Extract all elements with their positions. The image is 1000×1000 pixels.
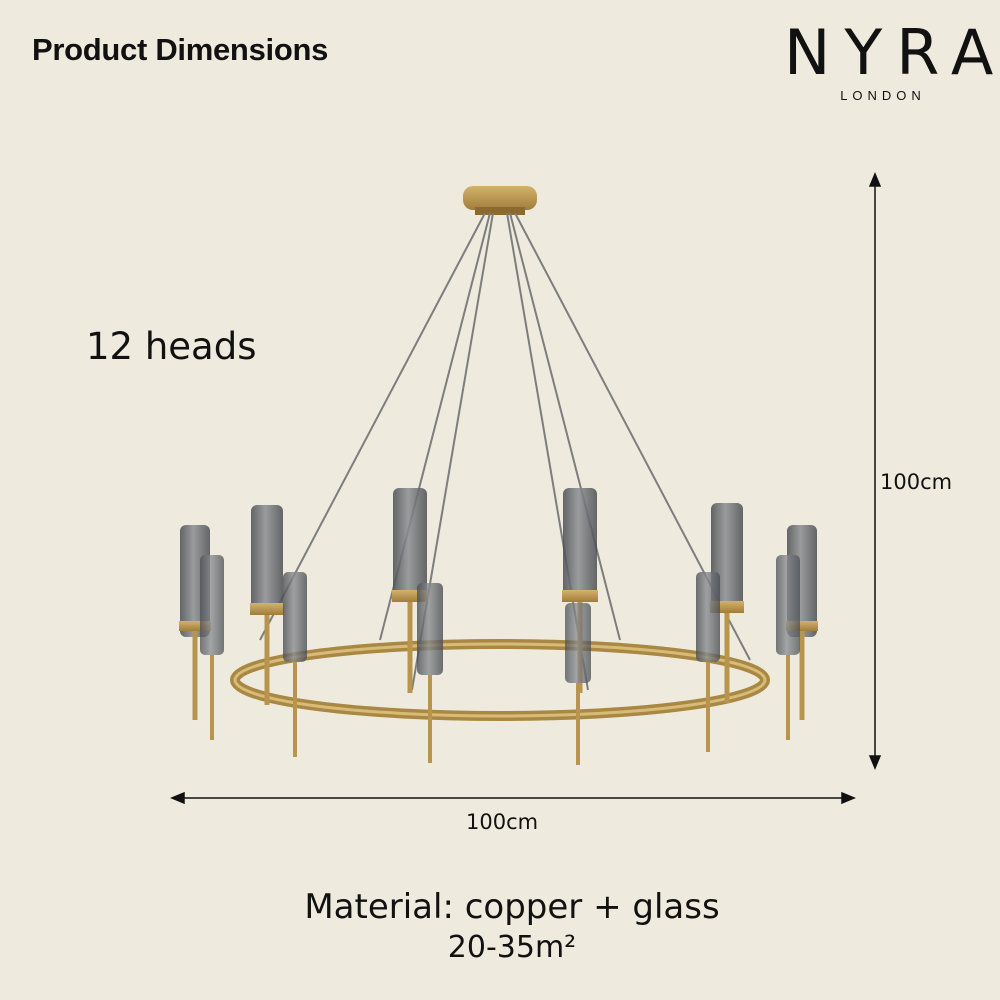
height-dimension-label: 100cm (880, 470, 953, 494)
candle-head (200, 555, 224, 740)
material-label: Material: copper + glass (304, 887, 720, 927)
candle-head (283, 572, 307, 757)
heads-count-label: 12 heads (86, 325, 257, 368)
candle-head (696, 572, 720, 752)
page-title: Product Dimensions (32, 32, 329, 67)
candle-head (250, 505, 284, 705)
brand-name: NYRA (784, 16, 1000, 89)
candle-head (565, 603, 591, 765)
brand-logo: NYRA LONDON (770, 16, 1000, 104)
ceiling-canopy (463, 186, 537, 215)
candle-head (776, 555, 800, 740)
coverage-area-label: 20-35m² (447, 930, 577, 965)
height-dimension-arrow (868, 172, 882, 770)
width-dimension-arrow (170, 791, 856, 805)
suspension-cables (259, 212, 751, 691)
brand-city: LONDON (840, 88, 926, 103)
candle-heads (179, 488, 818, 765)
brass-ring (230, 639, 770, 721)
width-dimension-label: 100cm (466, 810, 539, 834)
candle-head (417, 583, 443, 763)
